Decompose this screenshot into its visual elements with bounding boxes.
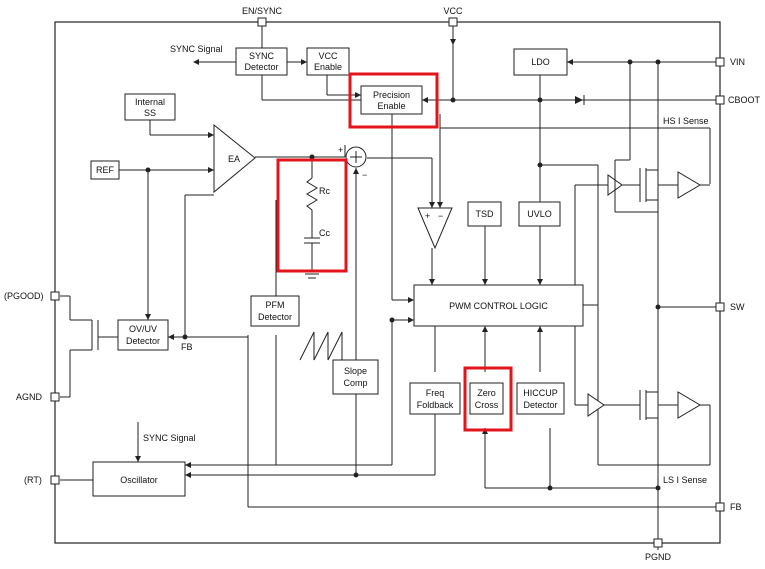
comp-minus-label: − — [438, 211, 443, 221]
slope-comp-block: Slope Comp — [332, 359, 379, 395]
freq-foldback-block: Freq Foldback — [409, 382, 461, 415]
sawtooth-waveform — [299, 331, 343, 361]
internal-ss-block: Internal SS — [124, 93, 176, 121]
sync-signal-bottom-label: SYNC Signal — [143, 433, 196, 443]
zero-cross-label-1: Zero — [477, 388, 496, 398]
pwm-control-logic-block: PWM CONTROL LOGIC — [413, 284, 584, 327]
summing-junction: + − — [338, 145, 367, 180]
pin-rt-label: (RT) — [24, 475, 42, 485]
vcc-enable-block: VCC Enable — [306, 47, 350, 76]
ldo-block: LDO — [513, 48, 568, 76]
pin-agnd — [50, 392, 60, 402]
ref-block: REF — [90, 160, 120, 180]
freq-foldback-label-2: Foldback — [417, 400, 454, 410]
pin-vin — [715, 57, 725, 67]
hiccup-detector-block: HICCUP Detector — [516, 382, 565, 415]
pin-cboot-label: CBOOT — [728, 95, 761, 105]
zero-cross-block: Zero Cross — [469, 382, 504, 415]
highlight-zero-cross — [463, 366, 513, 432]
internal-ss-label-2: SS — [144, 108, 156, 118]
oscillator-label: Oscillator — [120, 475, 158, 485]
highlight-rc-network — [276, 158, 348, 273]
sum-minus-label: − — [362, 170, 367, 180]
uvlo-block: UVLO — [518, 201, 561, 227]
highlight-precision-enable — [348, 72, 439, 129]
sync-signal-top-label: SYNC Signal — [170, 44, 223, 54]
pin-fb — [715, 502, 725, 512]
ea-label: EA — [228, 154, 240, 164]
pin-rt — [50, 475, 60, 485]
vcc-enable-label-1: VCC — [318, 51, 338, 61]
pin-sw-label: SW — [730, 302, 745, 312]
rc-label: Rc — [319, 186, 330, 196]
sync-detector-block: SYNC Detector — [235, 47, 288, 76]
pfm-detector-label-1: PFM — [266, 300, 285, 310]
ea-amplifier: EA — [213, 123, 256, 194]
ls-i-sense-label: LS I Sense — [663, 475, 707, 485]
ref-label: REF — [96, 165, 115, 175]
ov-uv-detector-block: OV/UV Detector — [117, 319, 169, 351]
pwm-control-logic-label: PWM CONTROL LOGIC — [449, 301, 548, 311]
pin-cboot — [715, 95, 725, 105]
internal-ss-label-1: Internal — [135, 97, 165, 107]
hiccup-detector-label-2: Detector — [523, 400, 557, 410]
vcc-enable-label-2: Enable — [314, 62, 342, 72]
sync-detector-label-1: SYNC — [249, 51, 275, 61]
precision-enable-label-1: Precision — [373, 90, 410, 100]
ov-uv-detector-label-1: OV/UV — [129, 324, 157, 334]
hiccup-detector-label-1: HICCUP — [523, 388, 558, 398]
zero-cross-label-2: Cross — [475, 400, 499, 410]
pin-pgood-label: (PGOOD) — [4, 291, 44, 301]
pin-vin-label: VIN — [730, 57, 745, 67]
tsd-label: TSD — [476, 209, 495, 219]
pwm-comparator: + − — [417, 207, 453, 250]
pin-agnd-label: AGND — [16, 392, 43, 402]
pin-vcc-label: VCC — [443, 6, 463, 16]
pin-pgnd-label: PGND — [645, 552, 672, 562]
precision-enable-block: Precision Enable — [360, 85, 423, 115]
slope-comp-label-2: Comp — [343, 378, 367, 388]
ldo-label: LDO — [531, 57, 550, 67]
pin-en-sync — [257, 17, 267, 27]
oscillator-block: Oscillator — [92, 461, 186, 497]
sync-detector-label-2: Detector — [244, 62, 278, 72]
pin-pgnd — [653, 538, 663, 548]
slope-comp-label-1: Slope — [344, 366, 367, 376]
pfm-detector-label-2: Detector — [258, 312, 292, 322]
pin-en-sync-label: EN/SYNC — [242, 6, 283, 16]
pfm-detector-block: PFM Detector — [250, 295, 300, 327]
ov-uv-detector-label-2: Detector — [126, 336, 160, 346]
uvlo-label: UVLO — [527, 209, 552, 219]
comp-plus-label: + — [425, 211, 430, 221]
tsd-block: TSD — [467, 201, 502, 227]
chip-outline — [54, 21, 721, 544]
pin-fb-label: FB — [730, 502, 742, 512]
cc-label: Cc — [319, 228, 330, 238]
pin-pgood — [50, 291, 60, 301]
fb-mid-label: FB — [181, 342, 193, 352]
precision-enable-label-2: Enable — [377, 101, 405, 111]
freq-foldback-label-1: Freq — [426, 388, 445, 398]
sum-plus-label: + — [338, 145, 343, 155]
hs-i-sense-label: HS I Sense — [663, 116, 709, 126]
pin-sw — [715, 302, 725, 312]
junction-dots — [145, 59, 661, 491]
pin-vcc — [448, 17, 458, 27]
pins: EN/SYNC VCC VIN CBOOT SW FB PGND (PGOOD)… — [4, 6, 761, 562]
